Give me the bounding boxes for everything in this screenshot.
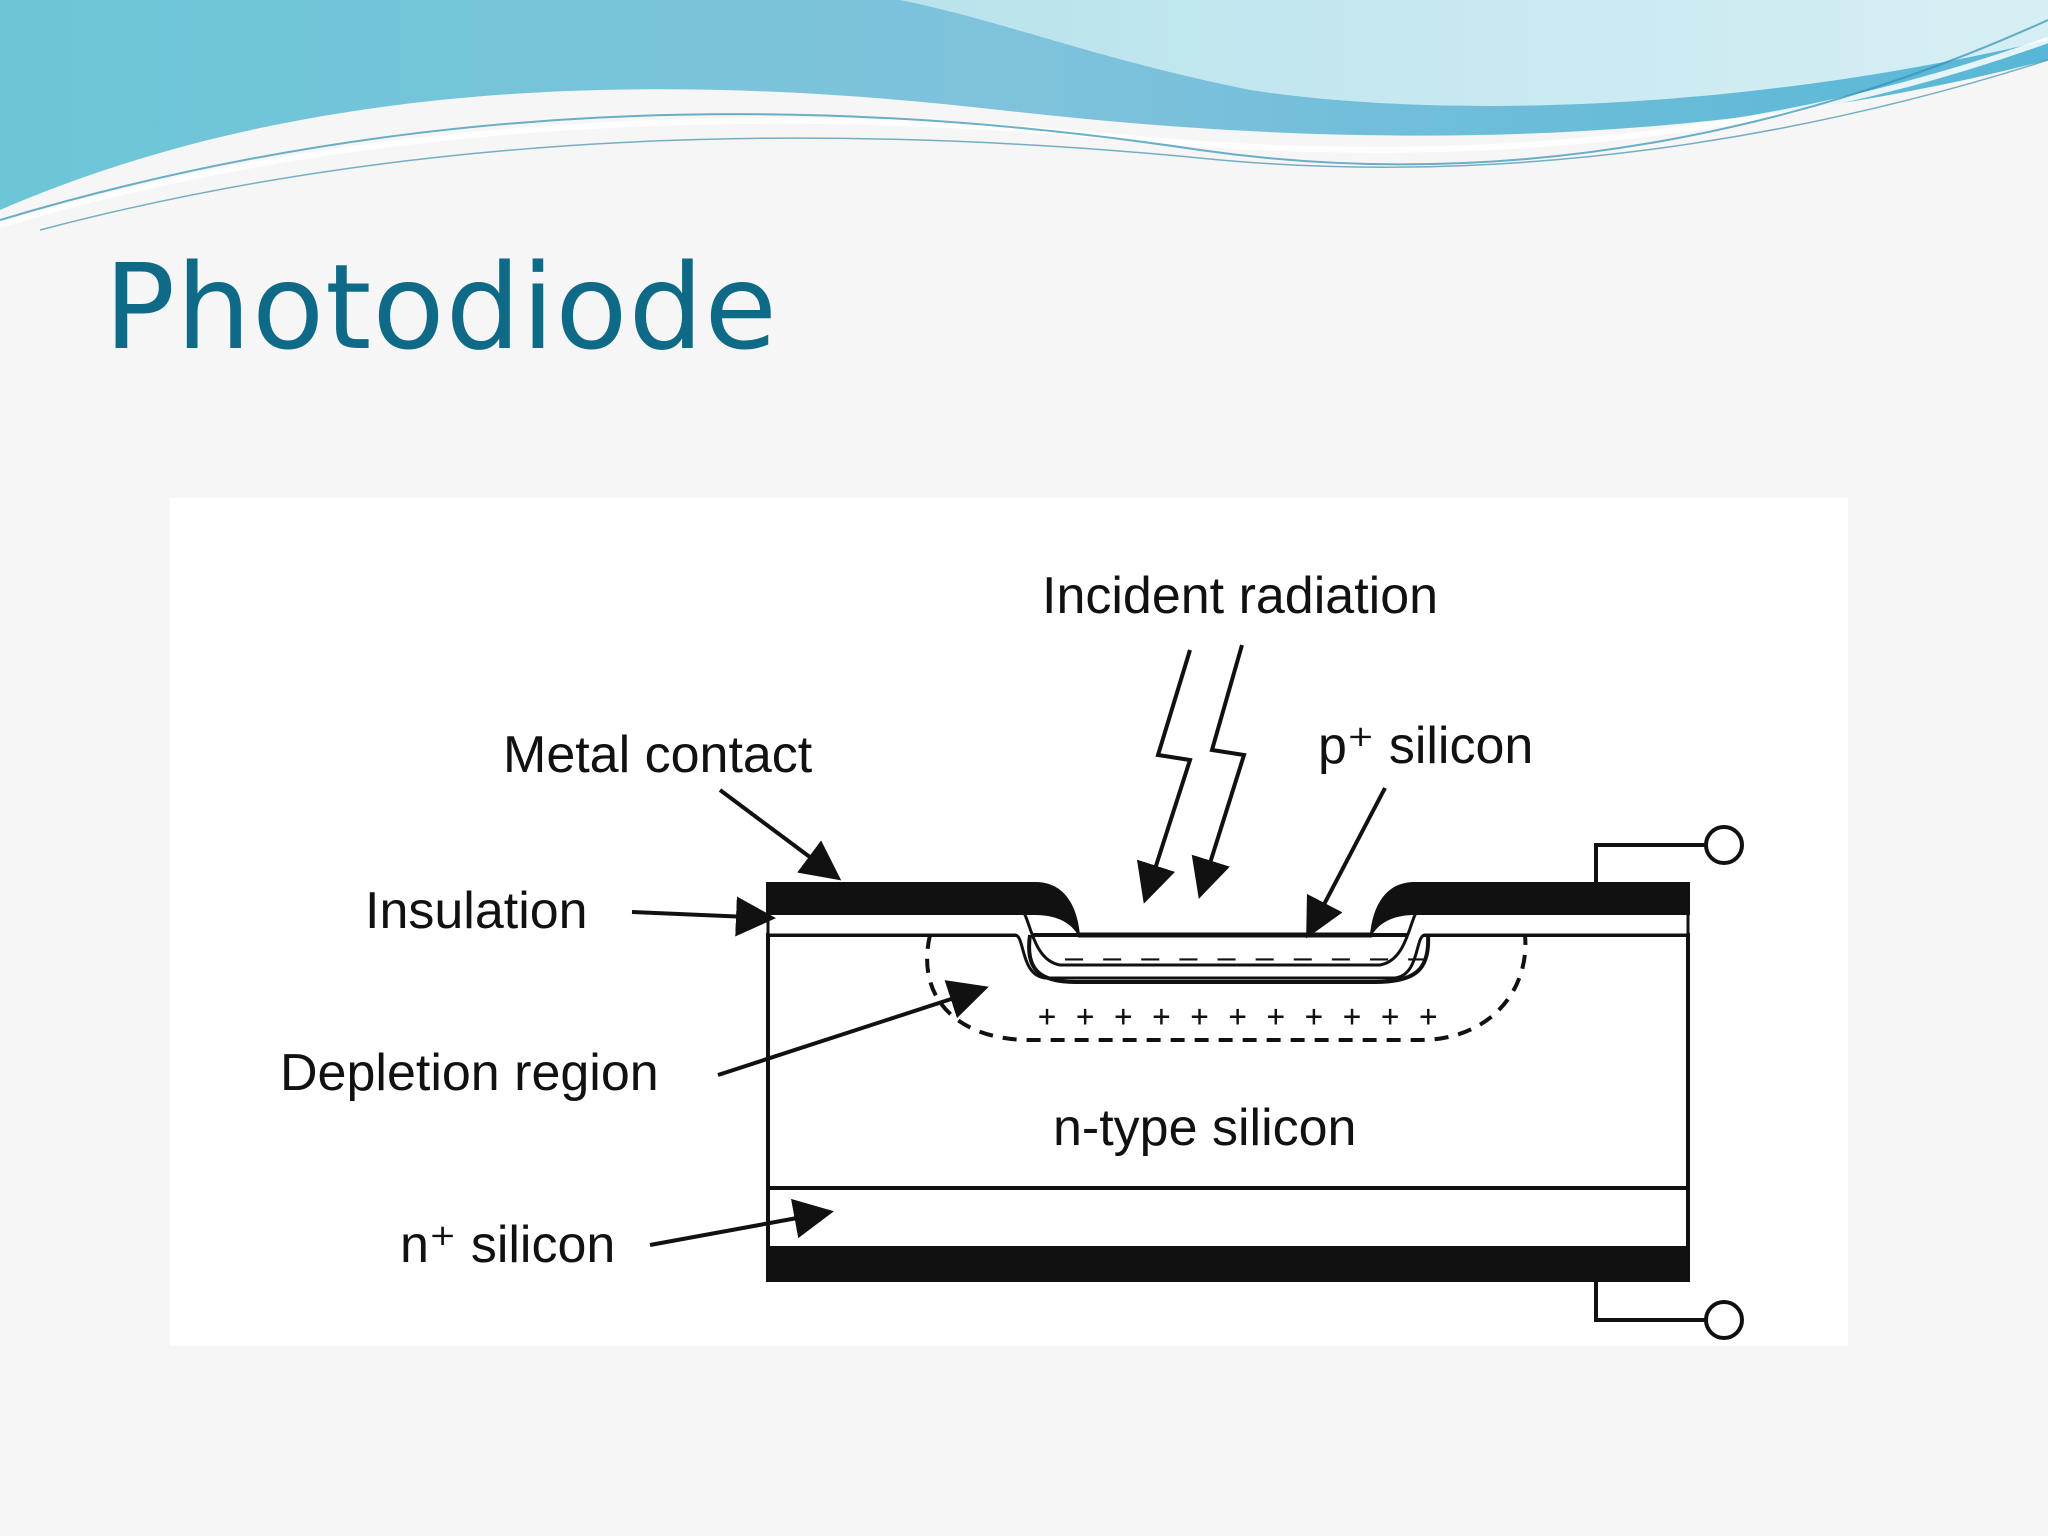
- header-wave-decoration: [0, 0, 2048, 231]
- radiation-arrow-1: [1136, 649, 1193, 904]
- bottom-metal-contact: [766, 1246, 1690, 1282]
- n-type-silicon-body: [766, 933, 1690, 1282]
- metal-contact-arrow: [718, 788, 842, 881]
- wave-line-1: [0, 19, 2048, 221]
- label-incident-radiation: Incident radiation: [1042, 567, 1438, 625]
- insulation-arrow: [631, 896, 776, 937]
- label-insulation: Insulation: [365, 882, 588, 940]
- n-plus-silicon-arrow: [649, 1198, 834, 1247]
- positive-charges: + + + + + + + + + + +: [1038, 999, 1438, 1034]
- label-n-type-silicon: n-type silicon: [1053, 1099, 1356, 1157]
- bottom-terminal-lead: [1594, 1282, 1705, 1322]
- label-n-plus-silicon: n⁺ silicon: [400, 1216, 615, 1274]
- bottom-terminal: [1704, 1300, 1744, 1340]
- depletion-region-arrow: [717, 980, 989, 1077]
- top-metal-contact-right: [1370, 882, 1690, 935]
- wave-band-light: [900, 0, 2048, 106]
- top-terminal-lead: [1594, 843, 1705, 882]
- depletion-region-boundary: [925, 934, 1528, 1042]
- wave-line-2: [39, 59, 2048, 231]
- slide-title: Photodiode: [104, 238, 778, 376]
- label-p-plus-silicon: p⁺ silicon: [1318, 717, 1533, 775]
- label-depletion-region: Depletion region: [280, 1044, 659, 1102]
- wave-highlight: [0, 37, 2048, 228]
- radiation-arrow-2: [1191, 644, 1247, 899]
- label-metal-contact: Metal contact: [503, 726, 813, 784]
- top-terminal: [1704, 825, 1744, 865]
- negative-charges: – – – – – – – – – –: [1065, 941, 1427, 976]
- top-metal-contact-left: [766, 882, 1080, 935]
- p-plus-silicon-arrow: [1306, 787, 1387, 939]
- p-plus-region: [1027, 934, 1431, 984]
